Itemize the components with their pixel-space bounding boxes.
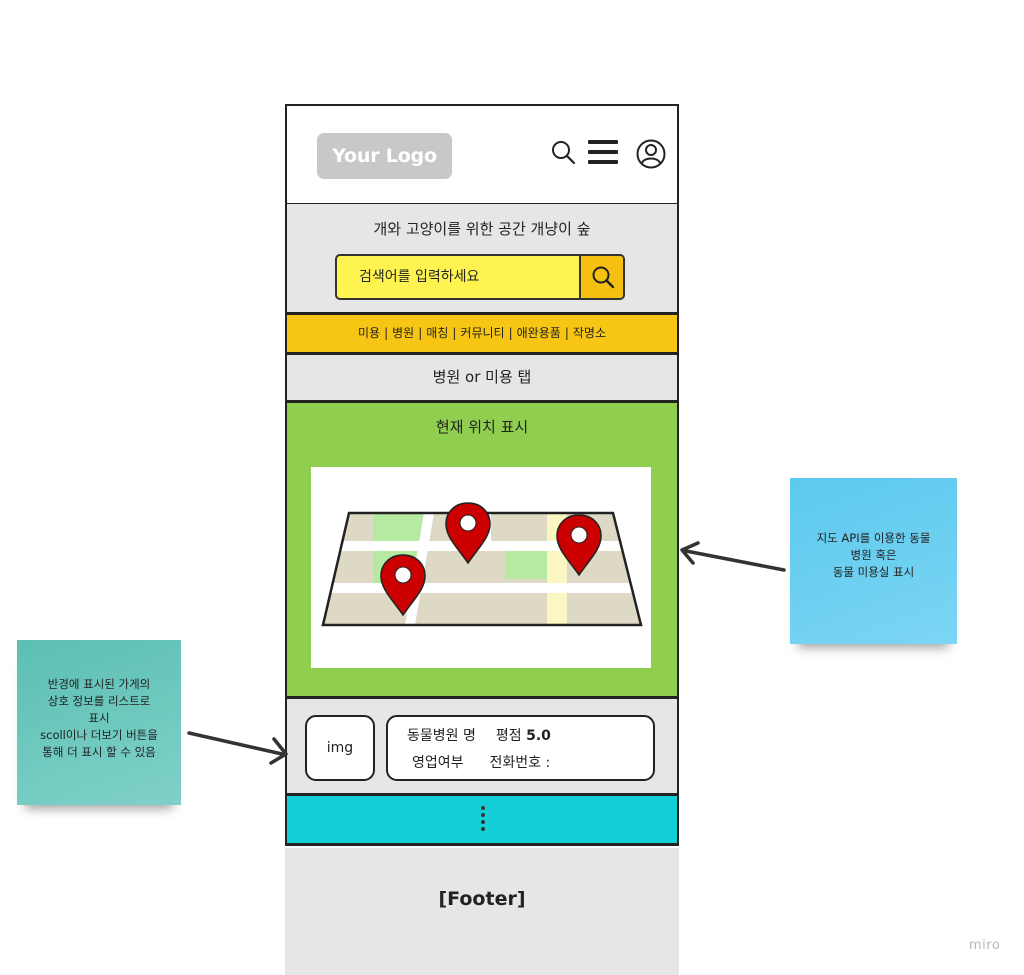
- search-input[interactable]: [337, 256, 577, 298]
- note-line: 병원 혹은: [850, 548, 897, 562]
- store-list: img 동물병원 명 평점 5.0 영업여부 전화번호 :: [285, 699, 679, 796]
- location-pin-icon: [556, 514, 602, 577]
- store-info-row-1: 동물병원 명 평점 5.0: [407, 725, 551, 745]
- user-icon[interactable]: [635, 138, 669, 172]
- note-line: 표시: [88, 711, 110, 725]
- logo[interactable]: Your Logo: [317, 133, 452, 179]
- note-line: 동물 미용실 표시: [832, 565, 915, 579]
- map-section: 현재 위치 표시: [285, 403, 679, 699]
- location-pin-icon: [445, 502, 491, 565]
- store-thumbnail[interactable]: img: [305, 715, 375, 781]
- sticky-note-list: 반경에 표시된 가게의 상호 정보를 리스트로 표시 scoll이나 더보기 버…: [17, 640, 181, 805]
- map-title: 현재 위치 표시: [435, 418, 529, 436]
- search-section: 개와 고양이를 위한 공간 개냥이 숲: [285, 204, 679, 315]
- menu-icon[interactable]: [587, 138, 621, 172]
- store-info-row-2: 영업여부 전화번호 :: [412, 752, 550, 772]
- nav-item-matching[interactable]: 매칭: [426, 326, 449, 340]
- category-nav: 미용|병원|매칭|커뮤니티|애완용품|작명소: [285, 315, 679, 355]
- note-line: 상호 정보를 리스트로: [47, 694, 151, 708]
- nav-item-hospital[interactable]: 병원: [392, 326, 415, 340]
- rating-label: 평점: [495, 728, 522, 744]
- miro-watermark: miro: [969, 938, 1001, 953]
- nav-item-grooming[interactable]: 미용: [358, 326, 381, 340]
- map-view[interactable]: [311, 467, 651, 668]
- app-header: Your Logo: [285, 104, 679, 206]
- tab-hospital-or-grooming[interactable]: 병원 or 미용 탭: [285, 355, 679, 403]
- tagline: 개와 고양이를 위한 공간 개냥이 숲: [373, 220, 591, 238]
- note-line: scoll이나 더보기 버튼을: [40, 728, 158, 742]
- load-more-button[interactable]: [285, 796, 679, 846]
- nav-item-community[interactable]: 커뮤니티: [460, 326, 505, 340]
- arrow-to-list: [187, 731, 288, 765]
- store-info-card[interactable]: 동물병원 명 평점 5.0 영업여부 전화번호 :: [386, 715, 655, 781]
- note-line: 지도 API를 이용한 동물: [816, 531, 931, 545]
- open-status: 영업여부: [412, 755, 464, 771]
- nav-item-pet-supplies[interactable]: 애완용품: [516, 326, 561, 340]
- note-line: 반경에 표시된 가게의: [47, 677, 151, 691]
- nav-separator: |: [564, 326, 569, 340]
- mobile-wireframe: Your Logo 개와 고양이를 위한 공간 개냥이 숲: [285, 104, 679, 975]
- location-pin-icon: [380, 554, 426, 617]
- search-icon: [592, 266, 615, 289]
- search-icon[interactable]: [549, 138, 583, 172]
- nav-item-naming[interactable]: 작명소: [572, 326, 606, 340]
- footer: [Footer]: [285, 848, 679, 975]
- search-box: [335, 254, 625, 300]
- sticky-note-map: 지도 API를 이용한 동물 병원 혹은 동물 미용실 표시: [790, 478, 957, 644]
- rating-value: 5.0: [526, 728, 551, 744]
- nav-separator: |: [452, 326, 457, 340]
- arrow-to-map: [680, 541, 786, 572]
- search-button[interactable]: [579, 256, 623, 298]
- map-icon: [321, 502, 643, 627]
- footer-label: [Footer]: [438, 888, 526, 910]
- nav-separator: |: [508, 326, 513, 340]
- store-name: 동물병원 명: [407, 728, 476, 744]
- nav-separator: |: [384, 326, 389, 340]
- nav-separator: |: [418, 326, 423, 340]
- note-line: 통해 더 표시 할 수 있음: [42, 745, 156, 759]
- phone-number: 전화번호 :: [489, 755, 551, 771]
